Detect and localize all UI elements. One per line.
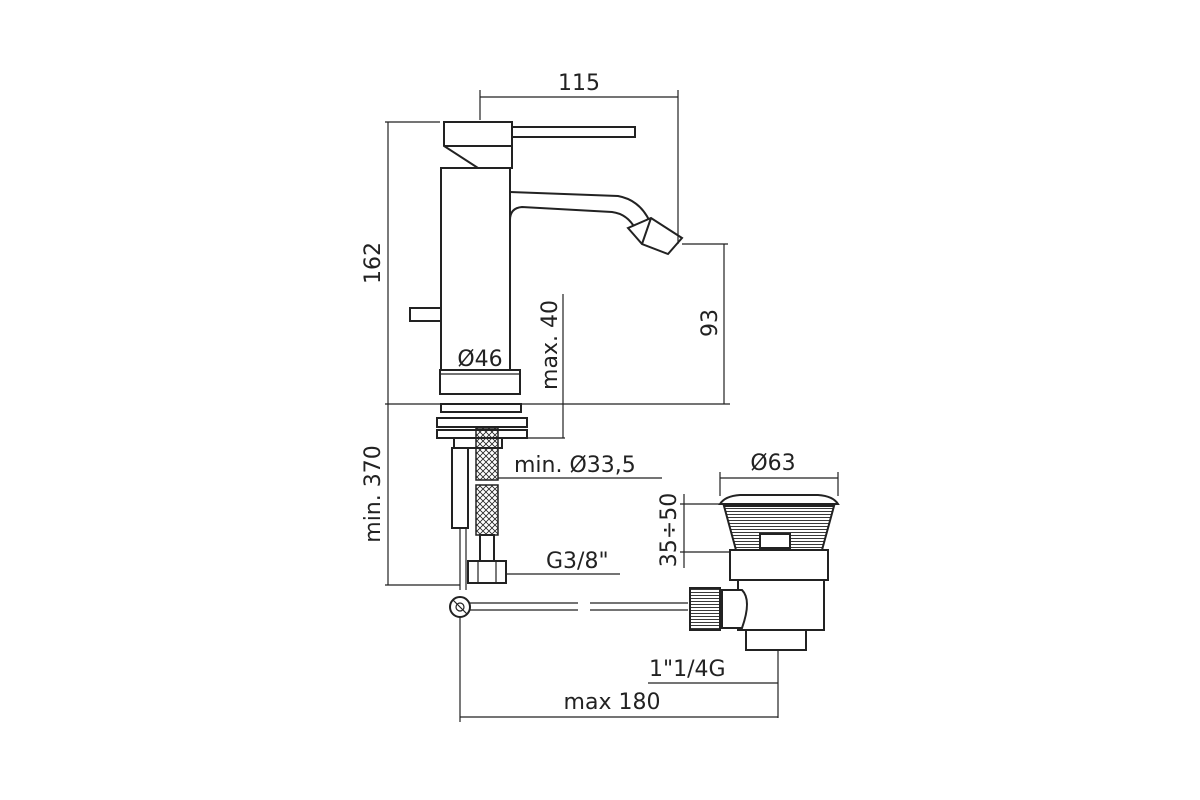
waste-side-connection <box>721 589 748 629</box>
dim-diameter-46-label: Ø46 <box>457 347 502 372</box>
spout <box>509 191 651 223</box>
dim-diameter-63-label: Ø63 <box>750 451 795 476</box>
dim-93-label: 93 <box>698 309 723 337</box>
dim-1-1-4g-label: 1"1/4G <box>649 657 726 682</box>
flexible-hose-lower <box>475 484 499 536</box>
main-column <box>440 167 511 371</box>
dim-115-label: 115 <box>558 71 600 96</box>
dim-max-180-label: max 180 <box>564 690 661 715</box>
waste-body <box>729 549 829 581</box>
waste-flange <box>718 494 840 505</box>
spout-nozzle <box>626 216 684 256</box>
popup-rod-knob <box>409 307 442 322</box>
flexible-hose-upper <box>475 427 499 481</box>
dim-162-label: 162 <box>361 242 386 284</box>
hose-nut <box>467 560 507 584</box>
waste-tailpiece <box>745 629 807 651</box>
under-counter-fixings <box>436 403 528 590</box>
dim-g3-8-label: G3/8" <box>546 549 609 574</box>
waste-side-nut <box>689 587 721 631</box>
dim-35-50-label: 35÷50 <box>657 493 682 567</box>
lever-handle <box>511 126 636 138</box>
dim-min-370-label: min. 370 <box>361 445 386 542</box>
dim-min-diameter-33-5-label: min. Ø33,5 <box>514 453 636 478</box>
popup-linkage <box>449 596 688 618</box>
dim-max-40-label: max. 40 <box>538 300 563 390</box>
dimension-lines <box>385 90 839 722</box>
popup-waste <box>689 494 840 651</box>
